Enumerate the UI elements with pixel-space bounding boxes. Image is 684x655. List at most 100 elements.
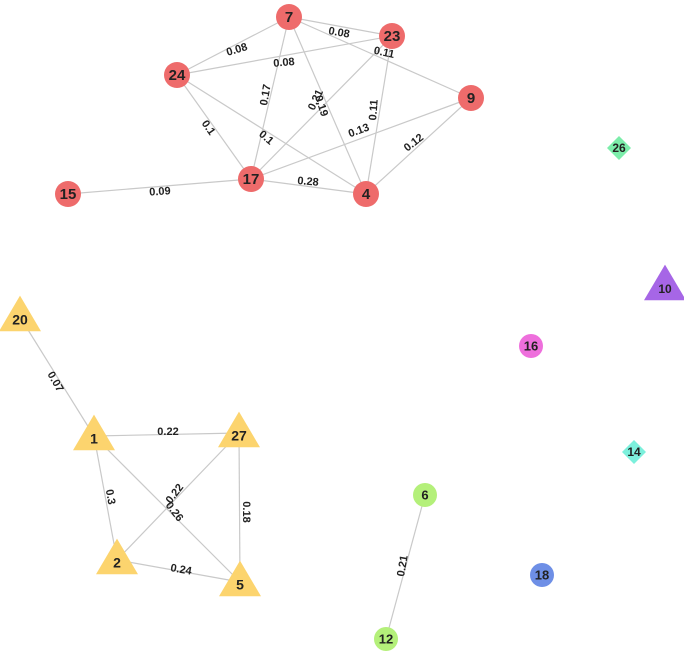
node-4: 4 — [353, 181, 379, 207]
node-1-triangle — [73, 414, 115, 451]
edge-label-23-4: 0.11 — [367, 99, 380, 121]
node-2-label: 2 — [113, 555, 121, 571]
edge-label-6-12: 0.21 — [395, 554, 411, 577]
node-23-label: 23 — [384, 28, 401, 45]
edge-7-23 — [288, 16, 393, 37]
edge-label-7-9: 0.11 — [373, 45, 396, 61]
node-6-circle — [413, 483, 437, 507]
edge-label-24-23: 0.08 — [273, 56, 295, 70]
node-27-label: 27 — [231, 428, 247, 444]
edge-24-4 — [176, 74, 367, 195]
node-16-circle — [519, 334, 543, 358]
edge-7-17 — [250, 16, 290, 180]
edge-20-1 — [19, 316, 95, 437]
node-7: 7 — [276, 4, 302, 30]
node-26-diamond — [607, 136, 631, 160]
node-18-label: 18 — [535, 567, 549, 582]
node-9: 9 — [458, 85, 484, 111]
edge-label-2-5: 0.24 — [169, 562, 193, 578]
node-7-label: 7 — [285, 9, 293, 26]
node-20: 20 — [0, 295, 41, 332]
node-6-label: 6 — [421, 487, 428, 502]
node-14-diamond — [622, 440, 646, 464]
node-4-label: 4 — [362, 186, 371, 203]
edge-label-9-17: 0.13 — [347, 122, 371, 141]
node-10-triangle — [644, 264, 684, 301]
nodes-layer: 7 23 24 9 17 4 15 26 10 20 16 1 27 14 6 2 5 18 12 — [0, 4, 684, 651]
node-26: 26 — [607, 136, 631, 160]
node-27-triangle — [218, 411, 260, 448]
node-16-label: 16 — [524, 338, 538, 353]
edge-1-27 — [93, 432, 240, 437]
edge-label-17-4: 0.28 — [297, 175, 319, 189]
node-23-circle — [379, 23, 405, 49]
edge-6-12 — [385, 494, 426, 640]
edges-layer — [19, 16, 472, 640]
node-9-label: 9 — [467, 90, 475, 107]
node-2-triangle — [96, 538, 138, 575]
edge-label-7-24: 0.08 — [225, 41, 249, 59]
edge-7-24 — [176, 16, 290, 76]
edge-2-5 — [116, 559, 241, 583]
node-23: 23 — [379, 23, 405, 49]
edge-label-27-5: 0.18 — [240, 501, 252, 522]
edge-1-2 — [93, 435, 118, 561]
node-15: 15 — [55, 181, 81, 207]
node-12: 12 — [374, 627, 398, 651]
node-9-circle — [458, 85, 484, 111]
edge-label-7-17: 0.17 — [258, 83, 274, 106]
node-12-circle — [374, 627, 398, 651]
edge-27-5 — [238, 432, 241, 583]
node-20-triangle — [0, 295, 41, 332]
node-2: 2 — [96, 538, 138, 575]
edge-15-17 — [67, 178, 252, 195]
node-15-circle — [55, 181, 81, 207]
node-10: 10 — [644, 264, 684, 301]
edge-27-2 — [116, 432, 240, 561]
node-14: 14 — [622, 440, 646, 464]
node-17-circle — [238, 166, 264, 192]
node-4-circle — [353, 181, 379, 207]
node-24-circle — [164, 62, 190, 88]
node-15-label: 15 — [60, 186, 77, 203]
edge-24-17 — [176, 74, 252, 180]
node-1-label: 1 — [90, 431, 98, 447]
node-24-label: 24 — [169, 67, 186, 84]
edge-1-5 — [93, 435, 241, 583]
edge-label-1-27: 0.22 — [157, 426, 178, 438]
node-12-label: 12 — [379, 631, 393, 646]
node-26-label: 26 — [612, 141, 626, 155]
edge-label-20-1: 0.07 — [45, 370, 66, 395]
node-18-circle — [530, 563, 554, 587]
node-5: 5 — [219, 560, 261, 597]
node-20-label: 20 — [12, 312, 28, 328]
node-16: 16 — [519, 334, 543, 358]
edge-17-4 — [250, 178, 367, 195]
node-6: 6 — [413, 483, 437, 507]
edge-label-1-2: 0.3 — [103, 488, 117, 505]
edge-23-17 — [250, 35, 393, 180]
node-17-label: 17 — [243, 171, 260, 188]
edge-7-9 — [288, 16, 472, 99]
edge-23-4 — [365, 35, 393, 195]
node-5-triangle — [219, 560, 261, 597]
node-7-circle — [276, 4, 302, 30]
edge-label-15-17: 0.09 — [149, 185, 171, 198]
node-10-label: 10 — [658, 282, 672, 296]
edge-label-24-17: 0.1 — [199, 118, 218, 137]
node-14-label: 14 — [627, 445, 641, 459]
edge-9-17 — [250, 97, 472, 180]
edge-9-4 — [365, 97, 472, 195]
edge-label-7-23: 0.08 — [327, 25, 350, 41]
edge-label-27-2: 0.22 — [164, 482, 187, 506]
edge-24-23 — [176, 35, 393, 76]
edge-7-4 — [288, 16, 367, 195]
node-27: 27 — [218, 411, 260, 448]
node-5-label: 5 — [236, 577, 244, 593]
node-17: 17 — [238, 166, 264, 192]
node-24: 24 — [164, 62, 190, 88]
node-18: 18 — [530, 563, 554, 587]
node-1: 1 — [73, 414, 115, 451]
